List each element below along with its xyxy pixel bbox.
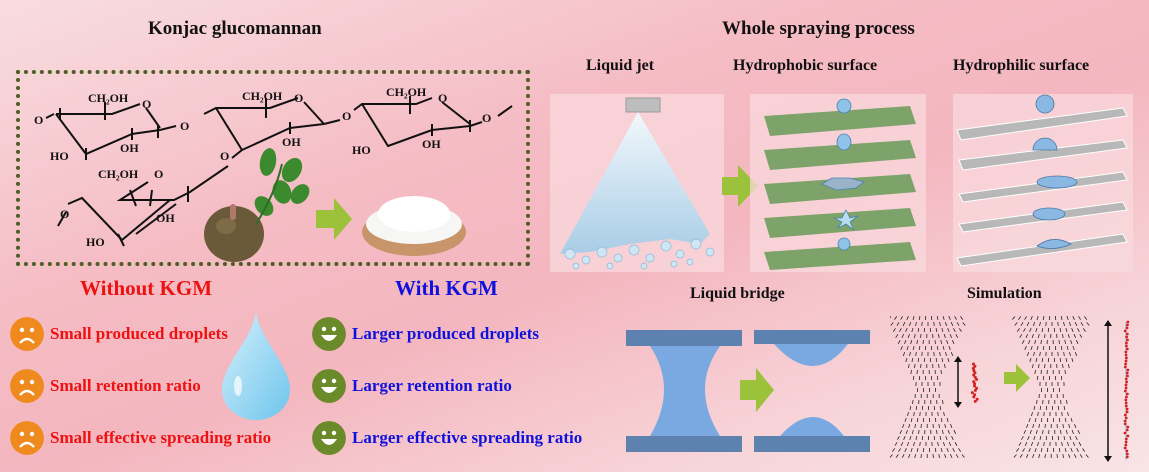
bottom-plate [626,436,742,452]
liquid-jet-illustration [550,94,724,272]
kgm-section-title: Konjac glucomannan [148,18,322,40]
list-item: Larger retention ratio [312,366,582,406]
chem-label: O [180,119,189,133]
happy-face-icon [312,369,346,403]
chem-label: OH [282,135,301,149]
sad-face-icon [10,421,44,455]
chem-label: O [482,111,491,125]
chem-label: OH [156,211,175,225]
chem-label: HO [86,235,105,249]
nozzle-icon [626,98,660,112]
chem-label: O [220,149,229,163]
chem-label: CH₂OH [98,167,139,181]
chem-label: O [342,109,351,123]
chem-label: O [438,91,447,105]
list-item-text: Small effective spreading ratio [50,428,271,448]
spraying-section-title: Whole spraying process [722,18,915,40]
hydrophobic-surface-label: Hydrophobic surface [733,57,877,75]
chem-label: HO [50,149,69,163]
chem-label: O [34,113,43,127]
sad-face-icon [10,317,44,351]
list-item-text: Small retention ratio [50,376,201,396]
top-plate [626,330,742,346]
chem-label: HO [352,143,371,157]
kgm-chemical-structure: CH₂OH O O OH HO O CH₂OH O OH O O CH₂OH O… [20,74,526,262]
konjac-plant-icon [204,147,313,262]
chem-label: O [60,207,69,221]
happy-face-icon [312,421,346,455]
with-kgm-label: With KGM [395,276,498,301]
arrow-right-icon [316,198,352,240]
list-item-text: Small produced droplets [50,324,228,344]
chem-label: OH [120,141,139,155]
simulation-label: Simulation [967,285,1042,303]
arrow-right-icon [1004,364,1030,392]
water-droplet-icon [220,310,292,422]
with-kgm-list: Larger produced droplets Larger retentio… [312,314,582,458]
liquid-bridge-illustration [624,328,874,454]
arrow-right-icon [740,368,774,412]
list-item: Larger effective spreading ratio [312,418,582,458]
kgm-powder-bowl-icon [362,196,466,256]
sad-face-icon [10,369,44,403]
list-item-text: Larger retention ratio [352,376,512,396]
chem-label: CH₂OH [386,85,427,99]
chem-label: CH₂OH [242,89,283,103]
list-item-text: Larger produced droplets [352,324,539,344]
hydrophobic-surface-illustration [750,94,926,272]
chem-label: OH [422,137,441,151]
happy-face-icon [312,317,346,351]
hydrophilic-surface-illustration [953,94,1133,272]
chem-label: O [154,167,163,181]
list-item: Larger produced droplets [312,314,582,354]
chem-label: O [142,97,151,111]
simulation-illustration [890,314,1140,464]
kgm-structure-box: CH₂OH O O OH HO O CH₂OH O OH O O CH₂OH O… [16,70,530,266]
chem-label: CH₂OH [88,91,129,105]
list-item: Small effective spreading ratio [10,418,271,458]
list-item-text: Larger effective spreading ratio [352,428,582,448]
without-kgm-label: Without KGM [80,276,212,301]
hydrophilic-surface-label: Hydrophilic surface [953,57,1089,75]
liquid-jet-label: Liquid jet [586,57,654,75]
liquid-bridge-label: Liquid bridge [690,285,785,303]
chem-label: O [294,91,303,105]
